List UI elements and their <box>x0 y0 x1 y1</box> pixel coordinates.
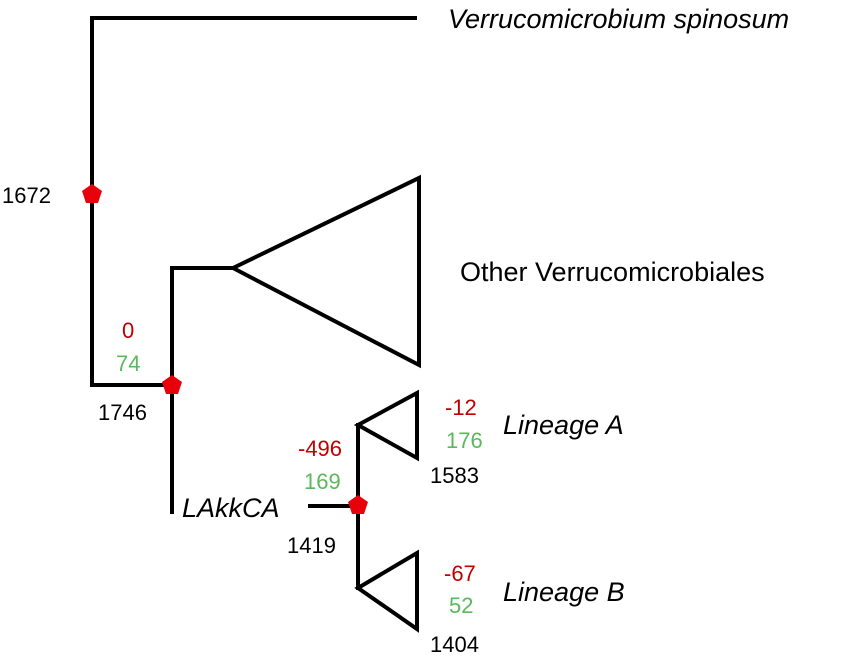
clade-lineage-b-triangle <box>354 549 419 633</box>
taxon-other-label: Other Verrucomicrobiales <box>460 257 765 287</box>
lineage-a-gain-count: 176 <box>446 428 483 453</box>
node-marker-lakkca <box>348 495 368 514</box>
clade-other-triangle <box>228 174 421 369</box>
taxon-lineage-a-label: Lineage A <box>503 410 624 440</box>
internal-total-count: 1746 <box>98 400 147 425</box>
node-annotations: 1672 0 74 1746 -496 169 1419 -12 176 158… <box>2 183 483 657</box>
taxon-lakkca-label: LAkkCA <box>182 493 280 523</box>
lineage-b-total-count: 1404 <box>430 632 479 657</box>
lakkca-loss-count: -496 <box>298 436 342 461</box>
clade-lineage-a-triangle <box>353 389 419 462</box>
taxon-lineage-b-label: Lineage B <box>503 577 625 607</box>
root-total-count: 1672 <box>2 183 51 208</box>
node-marker-internal <box>162 375 182 394</box>
lakkca-total-count: 1419 <box>287 533 336 558</box>
internal-loss-count: 0 <box>122 318 134 343</box>
lineage-a-total-count: 1583 <box>430 463 479 488</box>
lineage-b-gain-count: 52 <box>449 593 473 618</box>
lineage-a-loss-count: -12 <box>445 395 477 420</box>
node-markers <box>82 184 368 514</box>
taxon-labels: Verrucomicrobium spinosum Other Verrucom… <box>182 4 789 607</box>
tree-branches <box>90 16 421 633</box>
lakkca-gain-count: 169 <box>304 469 341 494</box>
lineage-b-loss-count: -67 <box>444 561 476 586</box>
node-marker-root <box>82 184 102 203</box>
taxon-verrucomicrobium-label: Verrucomicrobium spinosum <box>448 4 789 34</box>
internal-gain-count: 74 <box>116 351 140 376</box>
